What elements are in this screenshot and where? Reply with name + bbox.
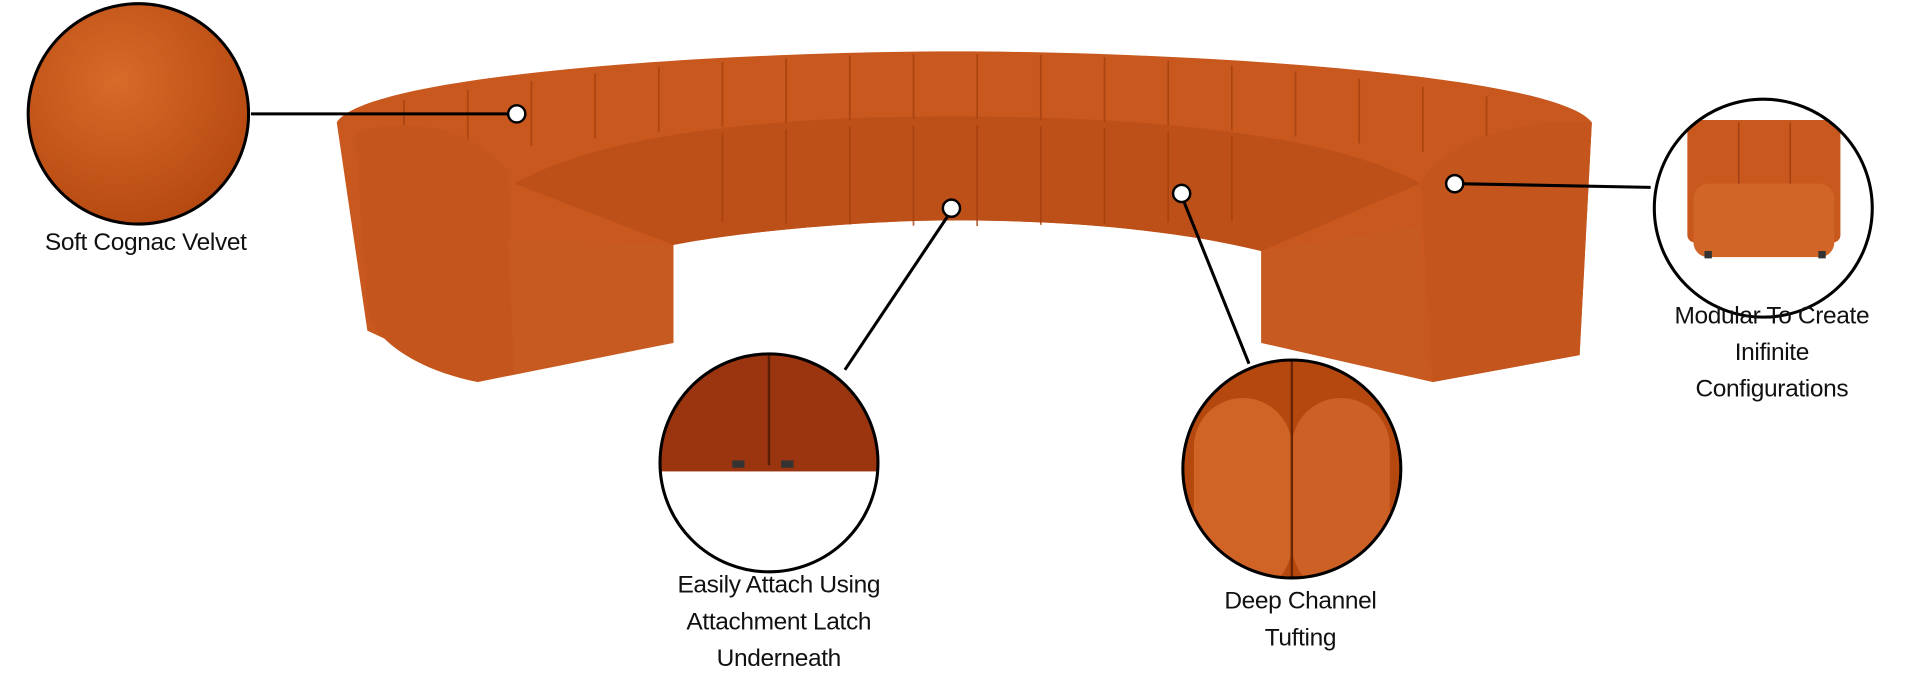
velvet-label: Soft Cognac Velvet (17, 224, 274, 261)
tufting-label: Deep Channel Tufting (1178, 583, 1423, 656)
modular-label-line: Modular To Create (1674, 302, 1870, 330)
velvet-marker-dot (506, 104, 527, 124)
tufting-label-line: Tufting (1264, 624, 1337, 652)
latch-label-line: Attachment Latch (686, 608, 872, 636)
latch-label-line: Underneath (716, 645, 842, 673)
modular-marker-dot (1444, 173, 1465, 194)
latch-detail-circle (660, 353, 878, 472)
velvet-swatch-circle (26, 2, 251, 226)
latch-label: Easily Attach Using Attachment Latch Und… (632, 567, 926, 677)
modular-label: Modular To Create Inifinite Configuratio… (1637, 298, 1906, 408)
modular-callout-line (1457, 182, 1651, 189)
modular-label-line: Configurations (1695, 375, 1849, 403)
tufting-callout-line (1180, 195, 1251, 365)
modular-label-line: Inifinite (1734, 339, 1810, 367)
latch-label-line: Easily Attach Using (677, 571, 881, 599)
latch-callout-line (843, 209, 953, 371)
tufting-detail-circle (1182, 360, 1401, 578)
tufting-label-line: Deep Channel (1224, 587, 1377, 615)
velvet-label-line: Soft Cognac Velvet (44, 228, 247, 256)
latch-marker-dot (941, 198, 962, 218)
tufting-marker-dot (1171, 183, 1192, 204)
curved-modular-sofa (336, 51, 1592, 383)
single-module-circle (1687, 120, 1841, 259)
